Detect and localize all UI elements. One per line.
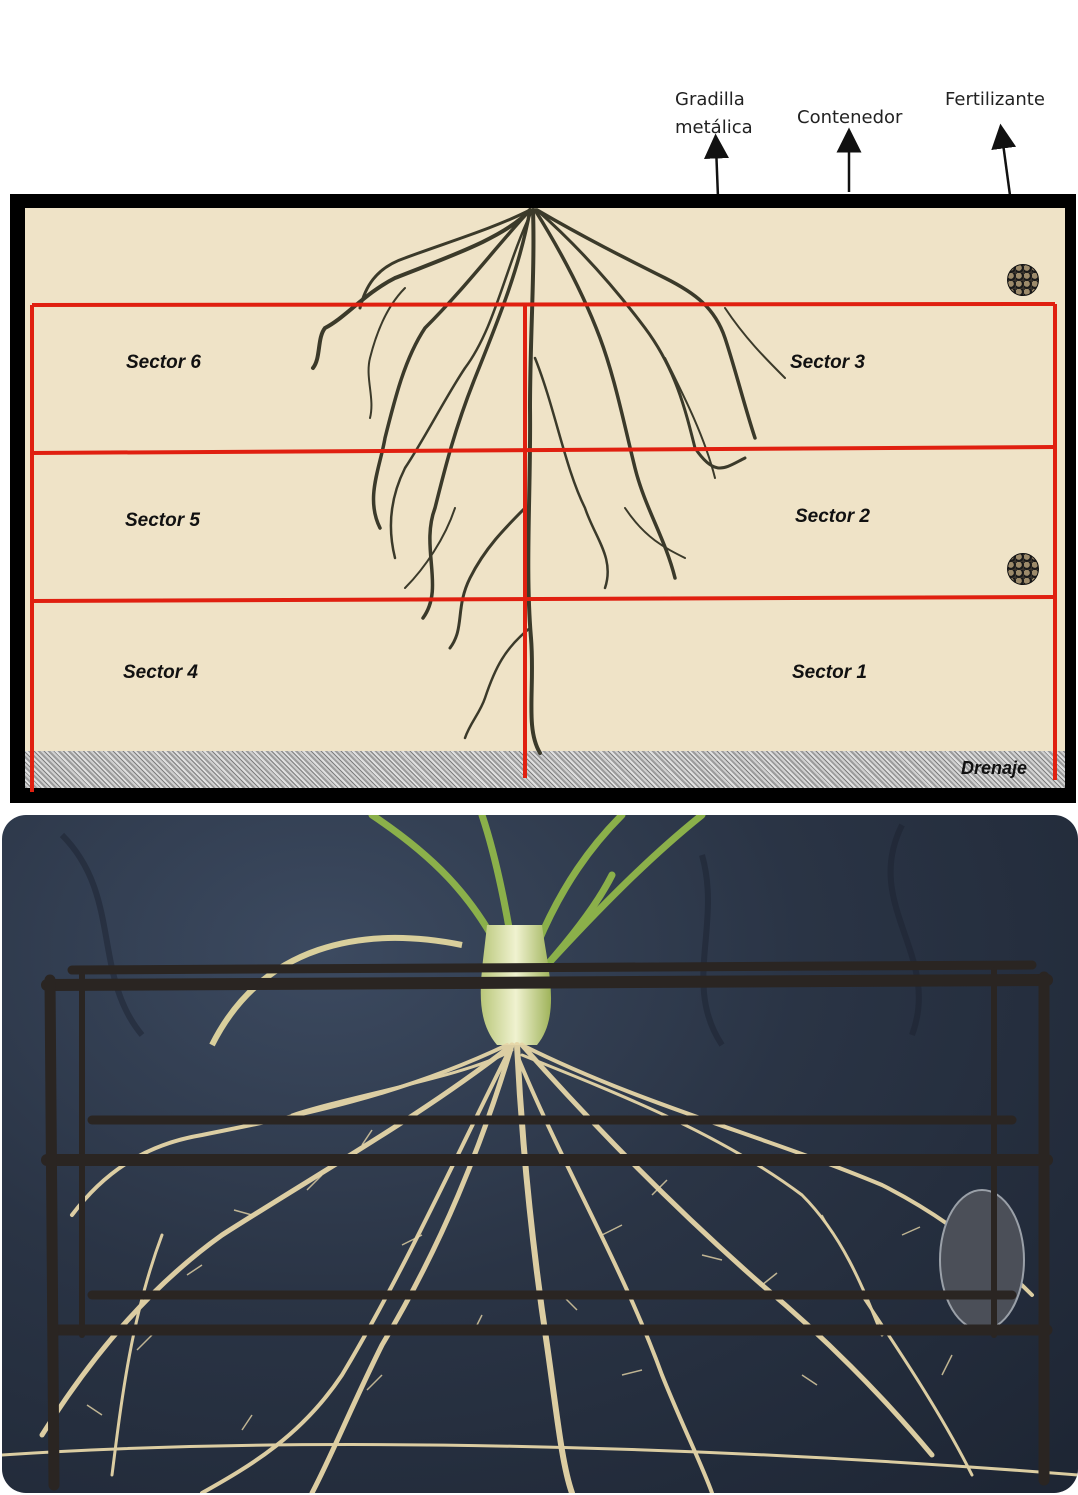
metal-rack-grid xyxy=(10,194,1076,803)
fertilizante-label: Fertilizante xyxy=(945,86,1045,114)
photo-illustration xyxy=(2,815,1078,1493)
container-diagram: Sector 6 Sector 3 Sector 5 Sector 2 Sect… xyxy=(10,194,1076,803)
sector-6-label: Sector 6 xyxy=(126,352,201,374)
gradilla-label: Gradilla metálica xyxy=(675,86,785,142)
sector-1-label: Sector 1 xyxy=(792,662,867,684)
sector-4-label: Sector 4 xyxy=(123,662,198,684)
drenaje-label: Drenaje xyxy=(961,758,1027,779)
sector-2-label: Sector 2 xyxy=(795,506,870,528)
sector-3-label: Sector 3 xyxy=(790,352,865,374)
contenedor-label: Contenedor xyxy=(797,104,902,132)
root-photo xyxy=(2,815,1078,1493)
sector-5-label: Sector 5 xyxy=(125,510,200,532)
